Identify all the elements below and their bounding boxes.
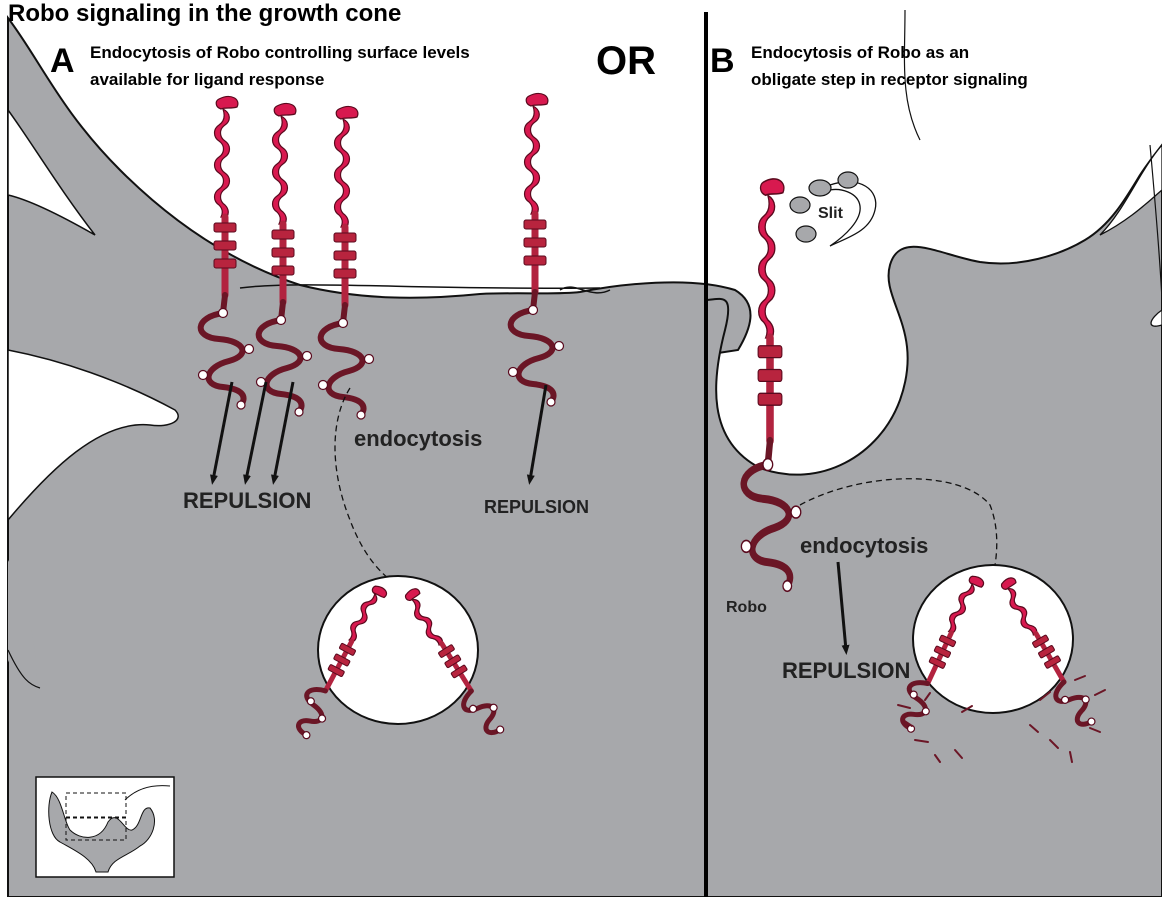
panel-a: REPULSION REPULSION endocytosis <box>8 18 750 897</box>
growth-cone-left <box>8 18 750 897</box>
panel-b: Slit Robo endocytosis REPULSION <box>705 10 1162 897</box>
or-label: OR <box>596 39 656 83</box>
panel-a-caption-line1: Endocytosis of Robo controlling surface … <box>90 43 470 62</box>
figure-title: Robo signaling in the growth cone <box>8 0 401 27</box>
panel-a-caption-line2: available for ligand response <box>90 70 324 89</box>
repulsion-label: REPULSION <box>183 488 311 513</box>
panel-b-caption-line2: obligate step in receptor signaling <box>751 70 1028 89</box>
repulsion-label-right: REPULSION <box>484 497 589 517</box>
endocytosis-label: endocytosis <box>354 426 482 451</box>
panel-a-letter: A <box>50 42 75 80</box>
panel-b-caption-line1: Endocytosis of Robo as an <box>751 43 969 62</box>
repulsion-label: REPULSION <box>782 658 910 683</box>
robo-label: Robo <box>726 599 767 616</box>
panel-b-letter: B <box>710 42 735 80</box>
growth-cone-right <box>705 145 1162 897</box>
slit-label: Slit <box>818 205 844 222</box>
endocytic-vesicle <box>913 565 1073 713</box>
inset-thumbnail <box>36 777 174 877</box>
endocytosis-label: endocytosis <box>800 533 928 558</box>
